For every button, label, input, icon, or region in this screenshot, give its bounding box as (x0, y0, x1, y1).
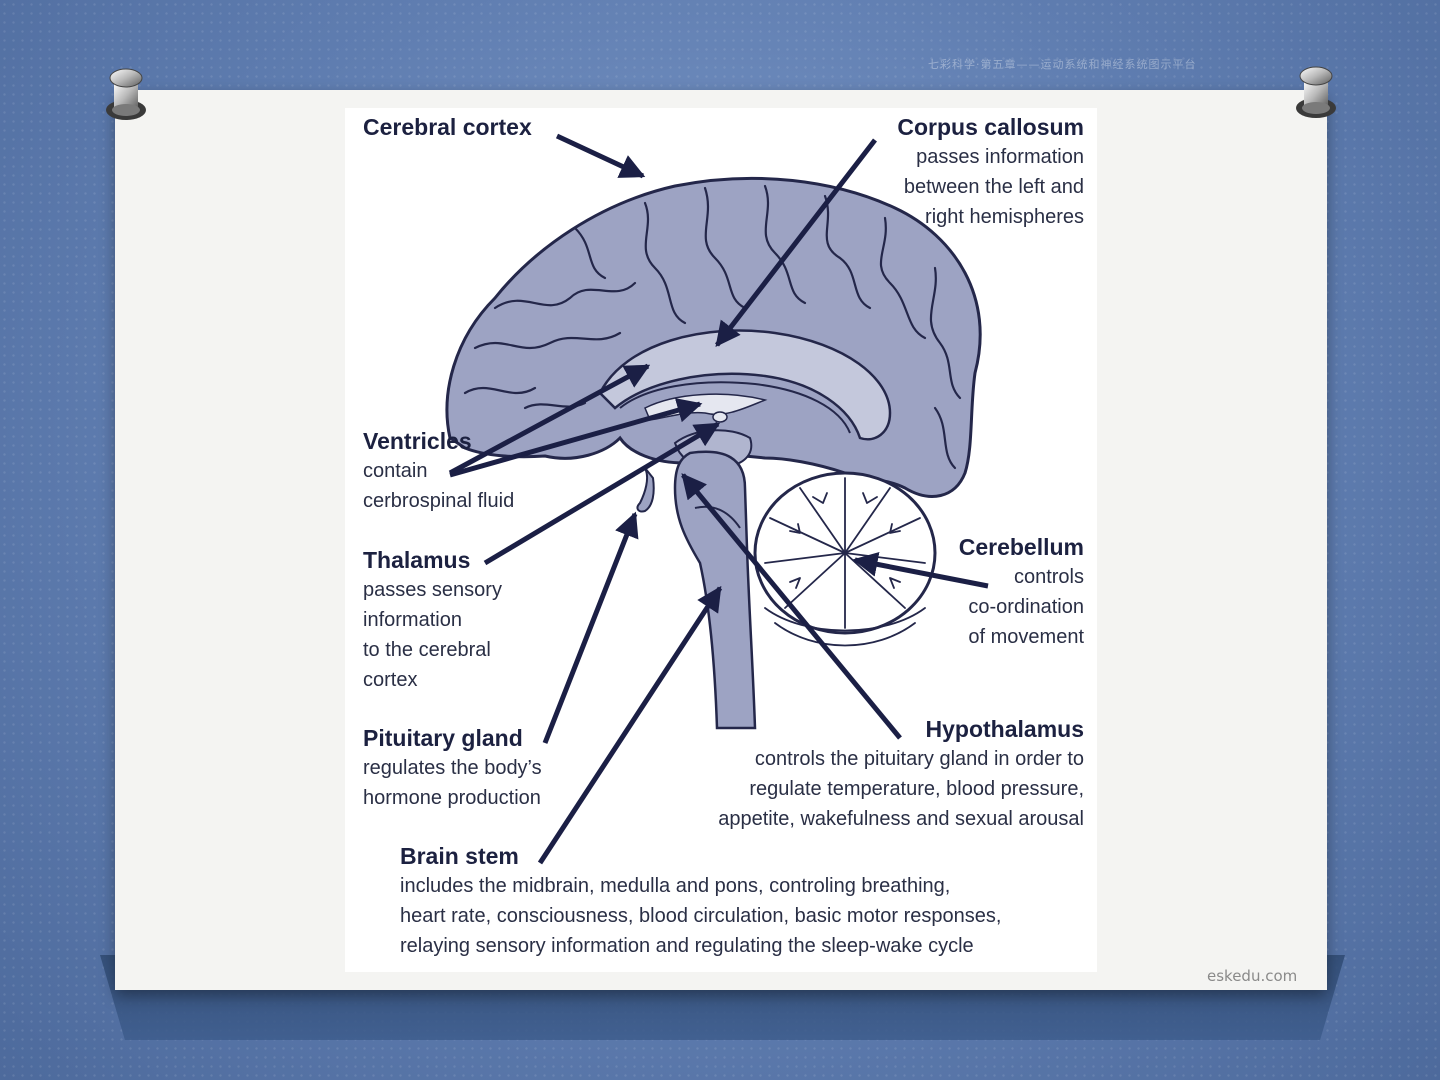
pituitary-shape (636, 467, 655, 513)
watermark-top: 七彩科学·第五章——运动系统和神经系统图示平台 (928, 58, 1197, 71)
thalamus-line1: passes sensory (363, 579, 502, 601)
label-ventricles: Ventricles contain cerbrospinal fluid (363, 426, 514, 516)
arrow-brain-stem (537, 585, 723, 865)
hypothalamus-title: Hypothalamus (925, 716, 1084, 742)
ventricles-title: Ventricles (363, 428, 472, 454)
brain-stem-line3: relaying sensory information and regulat… (400, 935, 974, 957)
pin-left-icon (106, 68, 146, 120)
arrow-thalamus (483, 421, 721, 566)
arrow-cerebral-cortex (555, 133, 646, 179)
label-corpus-callosum: Corpus callosum passes information betwe… (897, 112, 1084, 232)
label-thalamus: Thalamus passes sensory information to t… (363, 545, 502, 695)
corpus-callosum-title: Corpus callosum (897, 114, 1084, 140)
pituitary-line1: regulates the body’s (363, 757, 542, 779)
gyri-lines (463, 184, 962, 470)
arrow-cerebellum (852, 552, 989, 589)
label-pituitary-gland: Pituitary gland regulates the body’s hor… (363, 723, 542, 813)
watermark-bottom: eskedu.com (1207, 967, 1298, 985)
pituitary-title: Pituitary gland (363, 725, 523, 751)
brain-diagram: Cerebral cortex Corpus callosum passes i… (345, 108, 1097, 972)
hypothalamus-line1: controls the pituitary gland in order to (754, 748, 1084, 770)
thalamus-line2: information (363, 609, 462, 631)
corpus-callosum-line1: passes information (916, 146, 1084, 168)
label-cerebellum: Cerebellum controls co-ordination of mov… (959, 532, 1084, 652)
ventricles-line2: cerbrospinal fluid (363, 490, 515, 512)
cerebellum-title: Cerebellum (958, 534, 1084, 560)
label-hypothalamus: Hypothalamus controls the pituitary glan… (718, 714, 1084, 834)
hypothalamus-line2: regulate temperature, blood pressure, (749, 778, 1084, 800)
brain-illustration (445, 133, 989, 865)
label-cerebral-cortex: Cerebral cortex (363, 112, 532, 142)
corpus-callosum-line3: right hemispheres (925, 206, 1084, 228)
label-brain-stem: Brain stem includes the midbrain, medull… (400, 841, 1001, 961)
cerebellum-line3: of movement (968, 626, 1084, 648)
hypothalamus-line3: appetite, wakefulness and sexual arousal (718, 808, 1084, 830)
cerebellum-line1: controls (1013, 566, 1084, 588)
brain-stem-line1: includes the midbrain, medulla and pons,… (400, 875, 951, 897)
ventricles-line1: contain (363, 460, 428, 482)
arrow-pituitary (542, 511, 639, 744)
brain-stem-title: Brain stem (400, 843, 519, 869)
thalamus-line4: cortex (363, 669, 418, 691)
ventricle-small (712, 411, 728, 423)
brain-stem-line2: heart rate, consciousness, blood circula… (400, 905, 1002, 927)
brain-stem-shape (673, 450, 757, 730)
arrow-ventricles-2 (449, 398, 703, 478)
corpus-callosum-line2: between the left and (903, 176, 1084, 198)
arrow-ventricles-1 (448, 363, 651, 476)
cerebral-cortex-title: Cerebral cortex (363, 114, 532, 140)
pituitary-line2: hormone production (363, 787, 541, 809)
cerebellum-line2: co-ordination (968, 596, 1084, 618)
cerebellum-shape (753, 471, 937, 647)
pin-right-icon (1296, 66, 1336, 118)
arrow-hypothalamus (681, 473, 902, 740)
thalamus-line3: to the cerebral (363, 639, 491, 661)
arrow-corpus-callosum (715, 138, 877, 347)
thalamus-title: Thalamus (363, 547, 471, 573)
label-arrows (448, 133, 989, 865)
